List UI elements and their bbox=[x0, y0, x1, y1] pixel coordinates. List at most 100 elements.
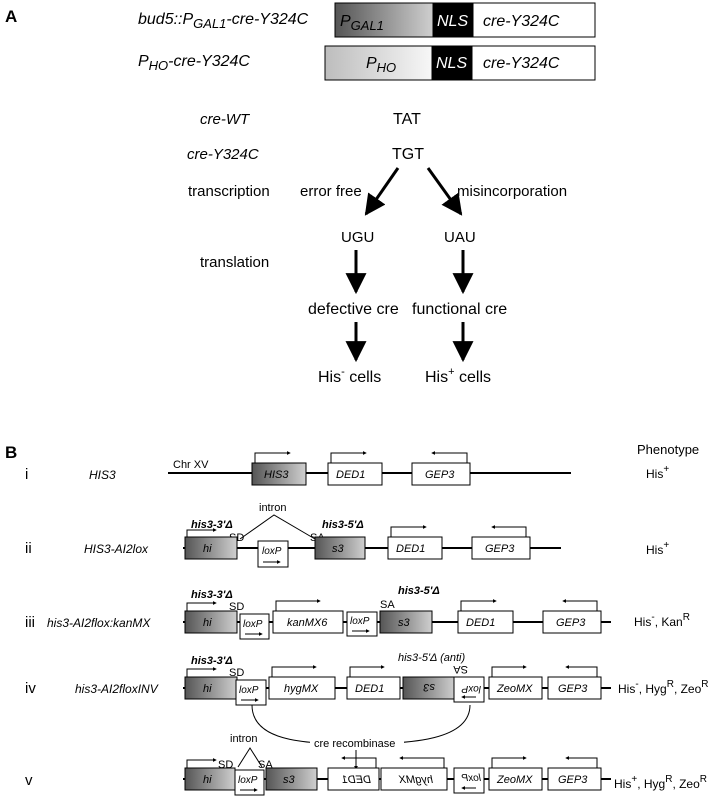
promoter-arrow-reverse bbox=[491, 525, 527, 537]
promoter-arrow-reverse bbox=[399, 756, 445, 768]
loxp-box-inverted bbox=[453, 676, 485, 703]
gene-label: DED1 bbox=[342, 774, 371, 786]
ded1-gene bbox=[346, 676, 401, 700]
row-iii: iii his3-AI2flox:kanMX his3-3'Δ his3-5'Δ… bbox=[25, 585, 690, 640]
construct-ho: PHO-cre-Y324C PHO NLS cre-Y324C bbox=[138, 45, 596, 81]
recombinase-label: cre recombinase bbox=[314, 738, 395, 750]
del3-label: his3-3'Δ bbox=[191, 589, 233, 601]
his-plus-cells: His+ cells bbox=[425, 366, 491, 386]
recombinase-label-bg bbox=[310, 736, 404, 750]
loxp-label: loxP bbox=[461, 683, 481, 694]
ded1-gene-inverted bbox=[327, 767, 380, 791]
transcription-label: transcription bbox=[188, 183, 270, 200]
construct-gal1: bud5::PGAL1-cre-Y324C PGAL1 NLS cre-Y324… bbox=[138, 2, 596, 38]
his3-fragment-hi bbox=[184, 536, 238, 560]
phenotype: His+ bbox=[646, 464, 669, 481]
arrow-misincorporation bbox=[426, 167, 463, 216]
chr-label: Chr XV bbox=[173, 459, 209, 471]
gene-label: GEP3 bbox=[558, 683, 588, 695]
loxp-box bbox=[234, 769, 265, 796]
his3-gene bbox=[251, 462, 307, 486]
gene-label: DED1 bbox=[355, 683, 384, 695]
cre-box bbox=[472, 2, 596, 38]
gene-label: hi bbox=[203, 683, 212, 695]
sa-label: SA bbox=[380, 599, 395, 611]
del5-label: his3-5'Δ bbox=[398, 585, 440, 597]
cre-label: cre-Y324C bbox=[483, 55, 560, 72]
loxp-box bbox=[346, 611, 378, 637]
zeomx-gene bbox=[488, 676, 543, 700]
hygmx-gene bbox=[268, 676, 336, 700]
gene-label: DED1 bbox=[396, 543, 425, 555]
gene-label: hygMX bbox=[284, 683, 319, 695]
gene-label: hi bbox=[203, 543, 212, 555]
del5-label: his3-5'Δ (anti) bbox=[398, 652, 465, 664]
row-iv: iv his3-AI2floxINV his3-3'Δ his3-5'Δ (an… bbox=[25, 652, 709, 770]
del3-label: his3-3'Δ bbox=[191, 519, 233, 531]
phenotype: His+, HygR, ZeoR bbox=[614, 774, 707, 791]
gene-label: DED1 bbox=[466, 617, 495, 629]
translation-label: translation bbox=[200, 254, 269, 271]
loxp-box bbox=[239, 613, 270, 640]
promoter-arrow-reverse bbox=[565, 756, 598, 768]
intron-label: intron bbox=[230, 733, 258, 745]
cre-wt-codon: TAT bbox=[393, 111, 421, 128]
gene-label: GEP3 bbox=[485, 543, 515, 555]
intron-label: intron bbox=[259, 502, 287, 514]
functional-cre-label: functional cre bbox=[412, 301, 507, 318]
his3-fragment-hi bbox=[184, 610, 238, 634]
gene-label: ZeoMX bbox=[496, 774, 533, 786]
sa-label: SA bbox=[453, 663, 468, 675]
nls-label: NLS bbox=[437, 13, 468, 30]
promoter-arrow bbox=[330, 451, 367, 463]
gene-label: s3 bbox=[398, 617, 411, 629]
gene-label: GEP3 bbox=[425, 469, 455, 481]
nls-label: NLS bbox=[436, 55, 467, 72]
loxp-box bbox=[235, 679, 267, 706]
gal1-promoter-label: PGAL1 bbox=[340, 13, 384, 33]
row-name: HIS3-AI2lox bbox=[84, 542, 149, 556]
promoter-arrow bbox=[186, 758, 217, 768]
gal1-promoter-box bbox=[334, 2, 434, 38]
row-numeral: i bbox=[25, 466, 28, 483]
phenotype-header: Phenotype bbox=[637, 442, 699, 457]
promoter-arrow bbox=[491, 756, 527, 768]
cre-y324c-label: cre-Y324C bbox=[187, 146, 259, 163]
del3-label: his3-3'Δ bbox=[191, 655, 233, 667]
row-v: v intron SD SA hi loxP s3 DED1 hygMX lox… bbox=[25, 733, 707, 796]
del5-label: his3-5'Δ bbox=[322, 519, 364, 531]
cre-y324c-codon: TGT bbox=[392, 146, 424, 163]
ugu-label: UGU bbox=[341, 229, 374, 246]
sd-label: SD bbox=[229, 601, 244, 613]
promoter-arrow bbox=[349, 665, 385, 677]
zeomx-gene bbox=[488, 767, 543, 791]
gene-label: hi bbox=[203, 774, 212, 786]
gene-label: ZeoMX bbox=[496, 683, 533, 695]
promoter-arrow bbox=[254, 451, 291, 463]
ded1-gene bbox=[457, 610, 514, 634]
phenotype: His-, KanR bbox=[634, 612, 690, 629]
gene-label: s3 bbox=[423, 681, 436, 693]
promoter-arrow bbox=[390, 525, 427, 537]
loxp-label: loxP bbox=[243, 619, 263, 630]
promoter-arrow bbox=[186, 667, 217, 677]
construct-gal1-name: bud5::PGAL1-cre-Y324C bbox=[138, 11, 309, 31]
row-numeral: ii bbox=[25, 540, 32, 557]
promoter-arrow-reverse bbox=[431, 451, 468, 463]
intron-splice bbox=[239, 514, 316, 540]
gep3-gene bbox=[542, 610, 602, 634]
ho-promoter-box bbox=[324, 45, 433, 81]
gene-label: kanMX6 bbox=[287, 617, 328, 629]
nls-box bbox=[432, 2, 474, 38]
gep3-gene bbox=[471, 536, 531, 560]
row-name: HIS3 bbox=[89, 468, 116, 482]
promoter-arrow-reverse bbox=[341, 756, 377, 768]
gene-label: hi bbox=[203, 617, 212, 629]
loxp-label: loxP bbox=[239, 685, 259, 696]
panel-b-label: B bbox=[5, 443, 17, 462]
gene-label: s3 bbox=[332, 543, 345, 555]
phenotype: His+ bbox=[646, 540, 669, 557]
uau-label: UAU bbox=[444, 229, 476, 246]
loxp-label: loxP bbox=[262, 546, 282, 557]
construct-ho-name: PHO-cre-Y324C bbox=[138, 53, 250, 73]
